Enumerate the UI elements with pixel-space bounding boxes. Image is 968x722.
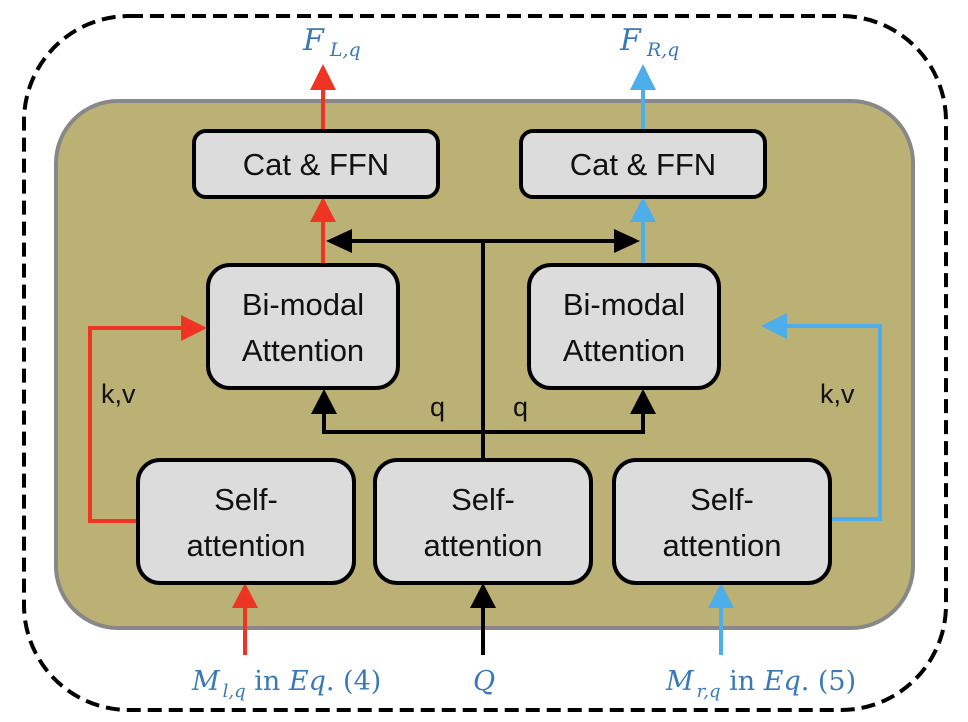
self-attn-label-left-line2: attention [187, 528, 306, 563]
cat-ffn-block-right: Cat & FFN [519, 129, 767, 199]
input-arrow-left [232, 583, 258, 655]
query-to-bimodal-connector [311, 389, 656, 434]
self-attn-label-right-line2: attention [663, 528, 782, 563]
q-label-right: q [513, 392, 528, 422]
input-arrow-right [708, 583, 734, 655]
bimodal-label-right-line2: Attention [563, 333, 685, 368]
bimodal-label-left-line1: Bi-modal [242, 287, 364, 322]
self-attention-block-center: Self- attention [373, 458, 593, 585]
bimodal-attention-block-left: Bi-modal Attention [206, 263, 400, 390]
kv-label-left: k,v [101, 379, 136, 409]
self-attn-label-center-line2: attention [424, 528, 543, 563]
input-label-center: Q [473, 666, 495, 697]
cat-ffn-label-right: Cat & FFN [570, 147, 716, 182]
bimodal-to-cat-arrow-left [310, 197, 336, 264]
q-label-left: q [430, 392, 445, 422]
self-attn-label-center-line1: Self- [451, 482, 515, 517]
self-attn-label-left-line1: Self- [214, 482, 278, 517]
bimodal-to-cat-arrow-right [630, 197, 656, 264]
cat-ffn-block-left: Cat & FFN [192, 129, 440, 199]
outer-dashed-frame [22, 14, 948, 712]
self-attention-block-right: Self- attention [612, 458, 832, 585]
input-arrow-center [470, 583, 496, 655]
kv-connector-left [88, 315, 207, 523]
output-arrow-right [630, 64, 656, 131]
cat-ffn-label-left: Cat & FFN [243, 147, 389, 182]
kv-connector-right [761, 313, 882, 521]
bimodal-label-right-line1: Bi-modal [563, 287, 685, 322]
self-attn-label-right-line1: Self- [690, 482, 754, 517]
bimodal-label-left-line2: Attention [242, 333, 364, 368]
output-arrow-left [310, 64, 336, 131]
kv-label-right: k,v [820, 379, 855, 409]
self-attention-block-left: Self- attention [136, 458, 356, 585]
query-to-cat-connector [326, 229, 640, 459]
bimodal-attention-block-right: Bi-modal Attention [527, 263, 721, 390]
